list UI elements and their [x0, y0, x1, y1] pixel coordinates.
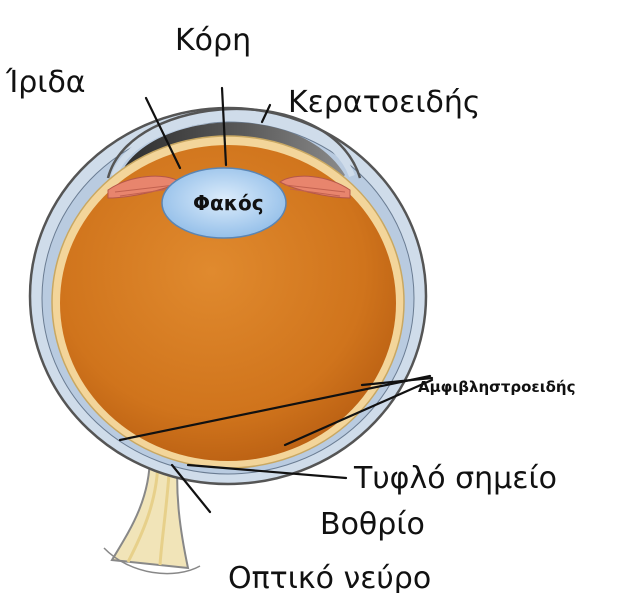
label-retina: Αμφιβληστροειδής: [418, 378, 576, 396]
label-fovea: Βοθρίο: [320, 507, 425, 542]
label-pupil: Κόρη: [175, 23, 251, 58]
label-iris: Ίριδα: [5, 65, 86, 100]
label-blind-spot: Τυφλό σημείο: [353, 461, 557, 496]
label-lens: Φακός: [193, 191, 264, 215]
label-optic-nerve: Οπτικό νεύρο: [228, 561, 431, 593]
label-cornea: Κερατοειδής: [288, 85, 480, 120]
